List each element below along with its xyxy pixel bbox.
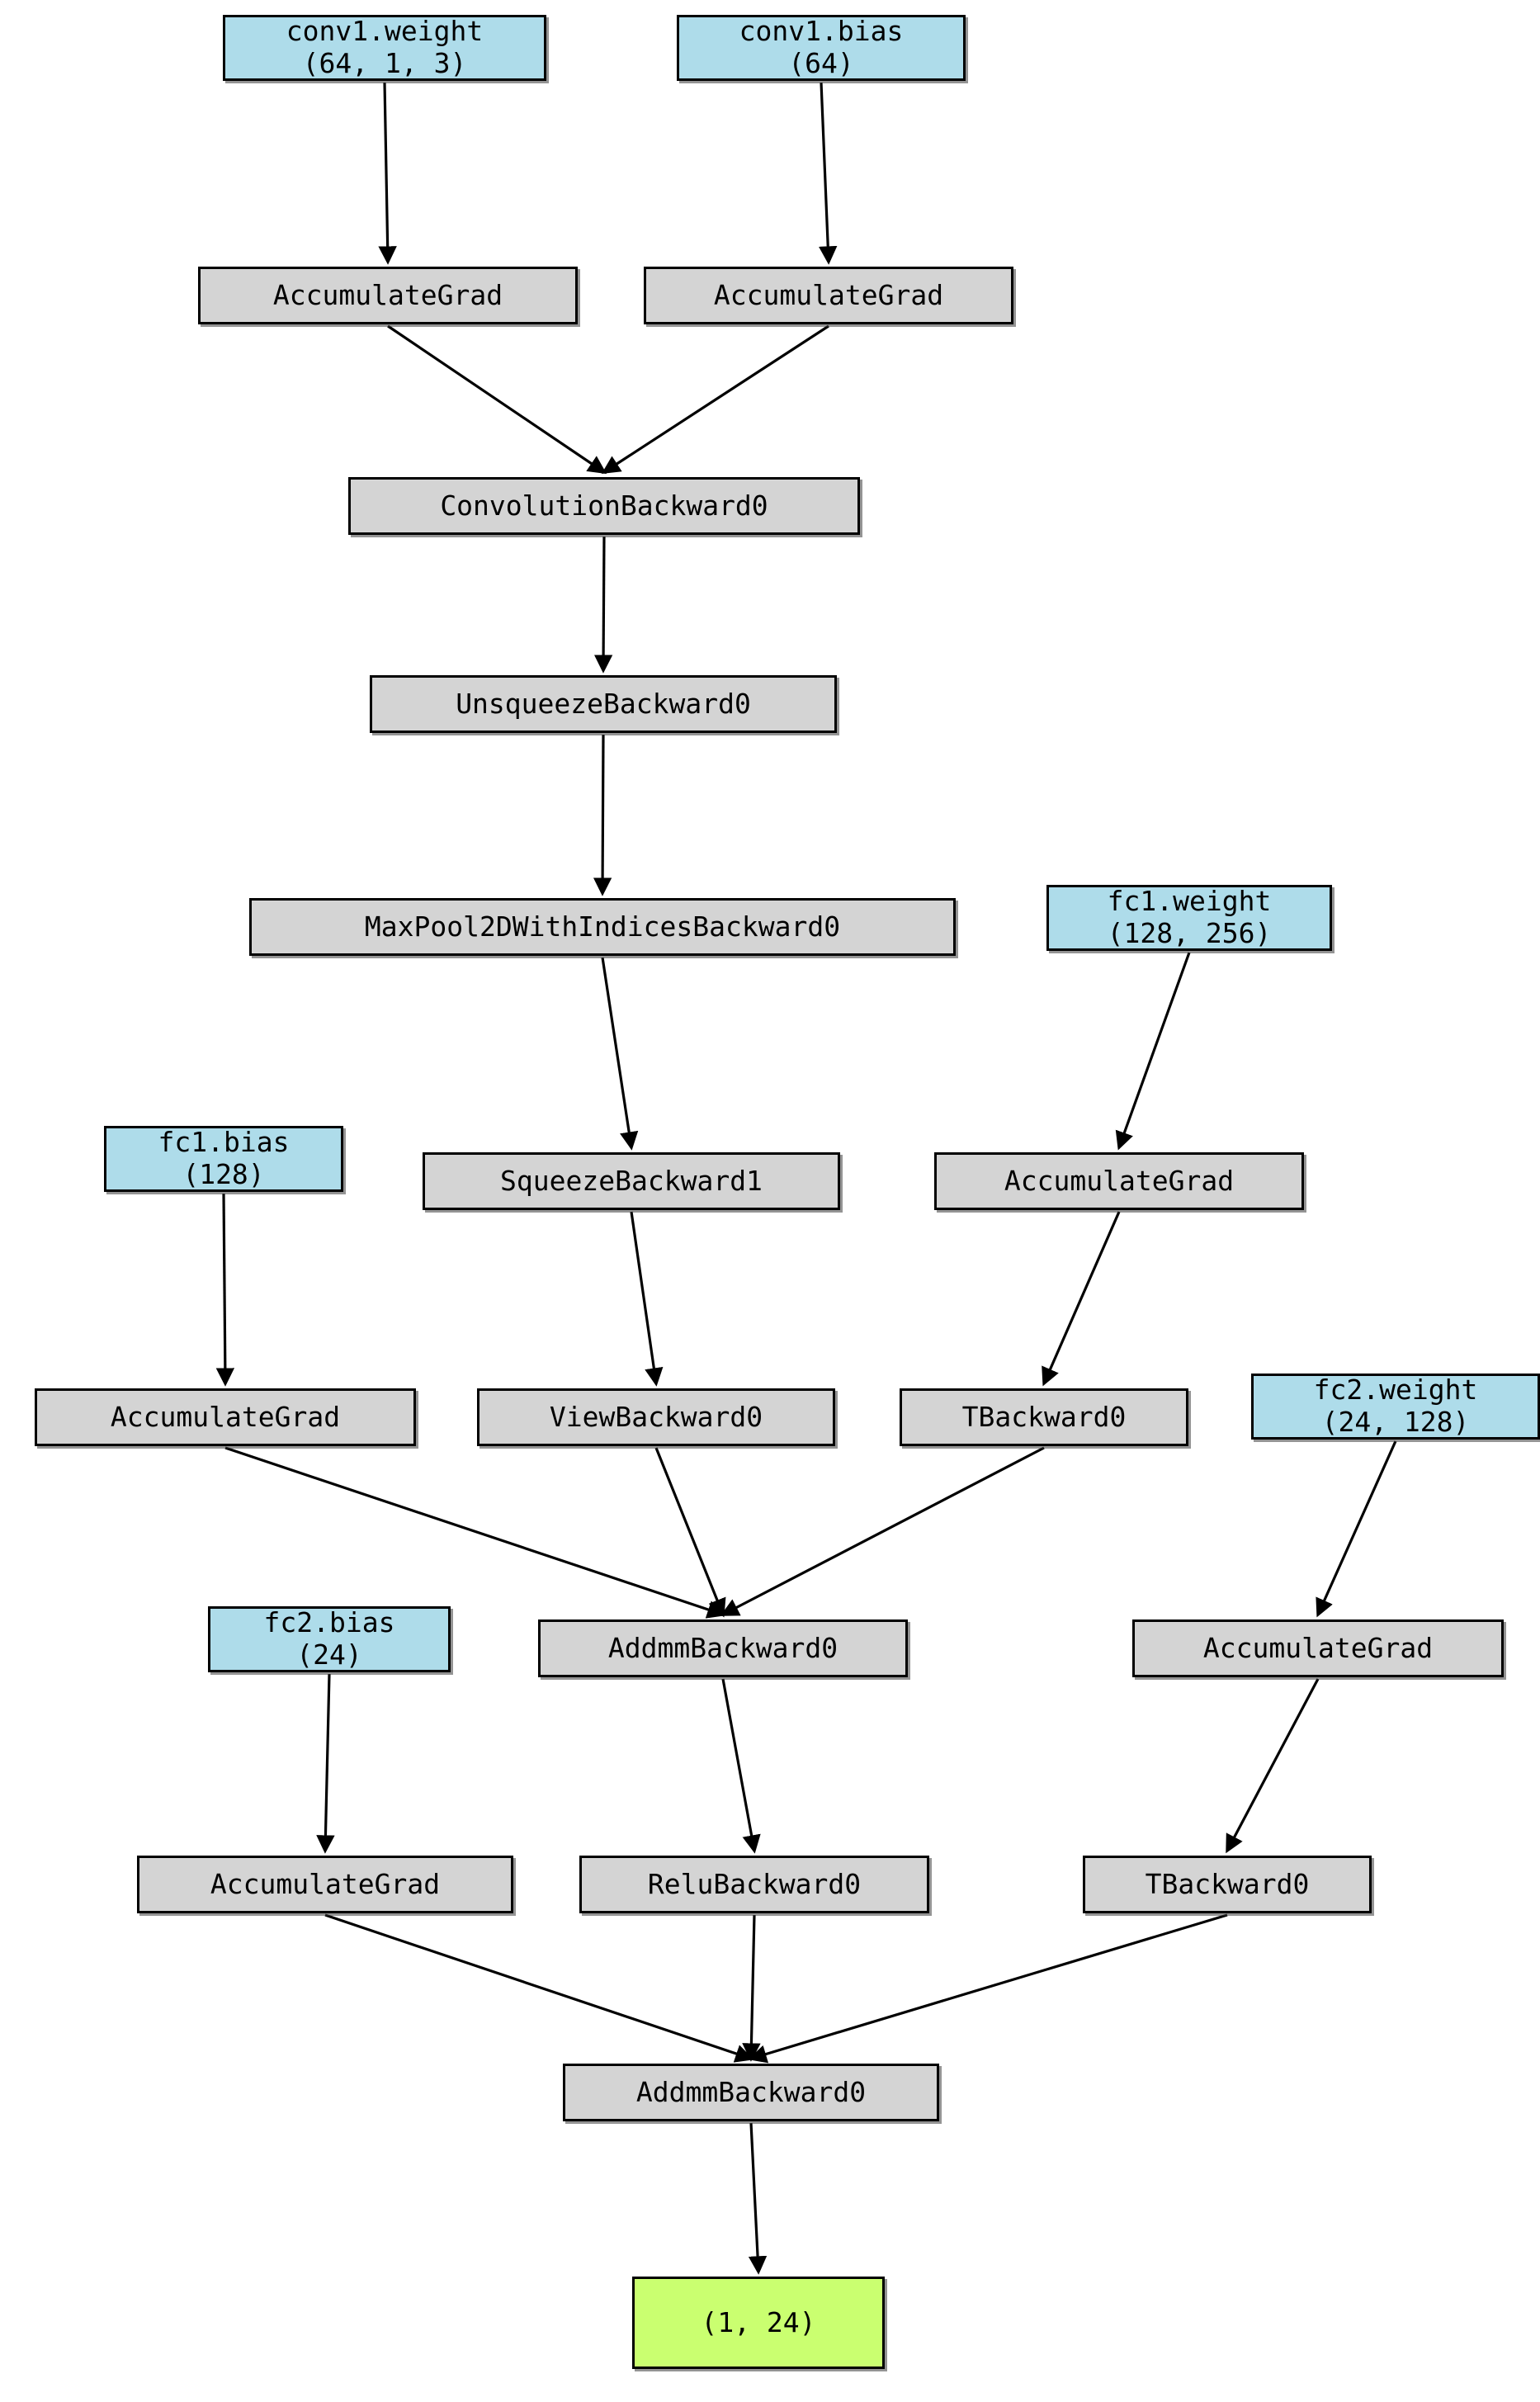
graph-node-fc1_weight[interactable]: fc1.weight(128, 256) (1046, 885, 1332, 951)
edge-addmm_bwd_1-to-relu_bwd (721, 1678, 761, 1854)
node-label: ReluBackward0 (647, 1867, 862, 1900)
graph-node-maxpool_bwd[interactable]: MaxPool2DWithIndicesBackward0 (249, 898, 956, 956)
edge-ag_fc1_b-to-addmm_bwd_1 (224, 1446, 726, 1619)
node-label: AccumulateGrad (713, 278, 944, 311)
node-label: AddmmBackward0 (635, 2075, 867, 2108)
graph-node-unsq_bwd[interactable]: UnsqueezeBackward0 (370, 675, 837, 733)
edge-ag_conv_b-to-conv_bwd (601, 324, 829, 475)
node-label: SqueezeBackward1 (500, 1164, 763, 1197)
node-label: conv1.weight (286, 15, 484, 48)
node-label: ViewBackward0 (549, 1400, 763, 1433)
edge-conv_bwd-to-unsq_bwd (593, 536, 613, 674)
edge-maxpool_bwd-to-squeeze_bwd (601, 957, 639, 1151)
node-label: AccumulateGrad (272, 278, 503, 311)
node-label: ConvolutionBackward0 (440, 489, 768, 522)
edge-ag_conv_w-to-conv_bwd (387, 324, 607, 475)
node-label: AccumulateGrad (1004, 1164, 1235, 1197)
edge-ag_fc1_w-to-t_bwd_1 (1042, 1211, 1121, 1387)
node-label: UnsqueezeBackward0 (456, 687, 751, 720)
node-shape: (64) (788, 47, 854, 79)
edge-conv1_bias-to-ag_conv_b (819, 82, 838, 265)
node-shape: (24) (296, 1638, 362, 1671)
edge-addmm_bwd_2-to-output (748, 2122, 768, 2275)
graph-node-addmm_bwd_1[interactable]: AddmmBackward0 (538, 1619, 908, 1677)
node-shape: (128, 256) (1107, 917, 1272, 949)
graph-node-relu_bwd[interactable]: ReluBackward0 (579, 1856, 929, 1913)
node-shape: (1, 24) (701, 2305, 816, 2338)
node-label: fc2.weight (1313, 1374, 1478, 1407)
graph-node-ag_fc2_w[interactable]: AccumulateGrad (1132, 1619, 1504, 1677)
edge-squeeze_bwd-to-view_bwd (630, 1211, 664, 1387)
edge-fc1_bias-to-ag_fc1_b (215, 1193, 235, 1387)
edge-view_bwd-to-addmm_bwd_1 (654, 1447, 726, 1618)
graph-node-ag_fc1_b[interactable]: AccumulateGrad (35, 1388, 416, 1446)
node-shape: (64, 1, 3) (302, 47, 467, 79)
graph-node-conv1_bias[interactable]: conv1.bias(64) (677, 15, 966, 81)
graph-node-output[interactable]: (1, 24) (632, 2277, 885, 2369)
node-label: AccumulateGrad (1202, 1631, 1434, 1664)
graph-node-squeeze_bwd[interactable]: SqueezeBackward1 (423, 1152, 840, 1210)
node-shape: (128) (182, 1158, 265, 1190)
node-label: fc1.weight (1107, 885, 1272, 918)
edge-fc1_weight-to-ag_fc1_w (1115, 952, 1191, 1151)
graph-node-ag_conv_b[interactable]: AccumulateGrad (644, 267, 1013, 324)
node-label: TBackward0 (1145, 1867, 1310, 1900)
graph-node-fc2_bias[interactable]: fc2.bias(24) (208, 1606, 451, 1672)
node-label: AccumulateGrad (110, 1400, 341, 1433)
edge-ag_fc2_w-to-t_bwd_2 (1226, 1678, 1320, 1854)
node-shape: (24, 128) (1321, 1406, 1470, 1438)
edge-fc2_weight-to-ag_fc2_w (1316, 1440, 1397, 1618)
graph-node-t_bwd_1[interactable]: TBackward0 (900, 1388, 1188, 1446)
graph-node-t_bwd_2[interactable]: TBackward0 (1083, 1856, 1372, 1913)
graph-node-fc1_bias[interactable]: fc1.bias(128) (104, 1126, 343, 1192)
graph-node-conv1_weight[interactable]: conv1.weight(64, 1, 3) (223, 15, 546, 81)
graph-node-ag_conv_w[interactable]: AccumulateGrad (198, 267, 578, 324)
graph-node-view_bwd[interactable]: ViewBackward0 (477, 1388, 835, 1446)
node-label: AddmmBackward0 (607, 1631, 838, 1664)
edge-conv1_weight-to-ag_conv_w (378, 82, 397, 265)
graph-node-ag_fc2_b[interactable]: AccumulateGrad (137, 1856, 513, 1913)
edge-fc2_bias-to-ag_fc2_b (316, 1673, 335, 1854)
edge-t_bwd_2-to-addmm_bwd_2 (748, 1913, 1228, 2064)
graph-node-conv_bwd[interactable]: ConvolutionBackward0 (348, 477, 860, 535)
node-label: TBackward0 (961, 1400, 1127, 1433)
edge-t_bwd_1-to-addmm_bwd_1 (720, 1446, 1045, 1616)
edge-ag_fc2_b-to-addmm_bwd_2 (324, 1913, 754, 2063)
node-label: fc1.bias (158, 1126, 290, 1159)
node-label: conv1.bias (739, 15, 904, 48)
node-label: MaxPool2DWithIndicesBackward0 (364, 910, 841, 943)
graph-node-ag_fc1_w[interactable]: AccumulateGrad (934, 1152, 1304, 1210)
edge-relu_bwd-to-addmm_bwd_2 (742, 1914, 761, 2062)
graph-node-addmm_bwd_2[interactable]: AddmmBackward0 (563, 2064, 939, 2121)
node-label: fc2.bias (263, 1606, 395, 1639)
node-label: AccumulateGrad (210, 1867, 441, 1900)
graph-node-fc2_weight[interactable]: fc2.weight(24, 128) (1251, 1374, 1540, 1440)
edge-unsq_bwd-to-maxpool_bwd (593, 734, 612, 896)
